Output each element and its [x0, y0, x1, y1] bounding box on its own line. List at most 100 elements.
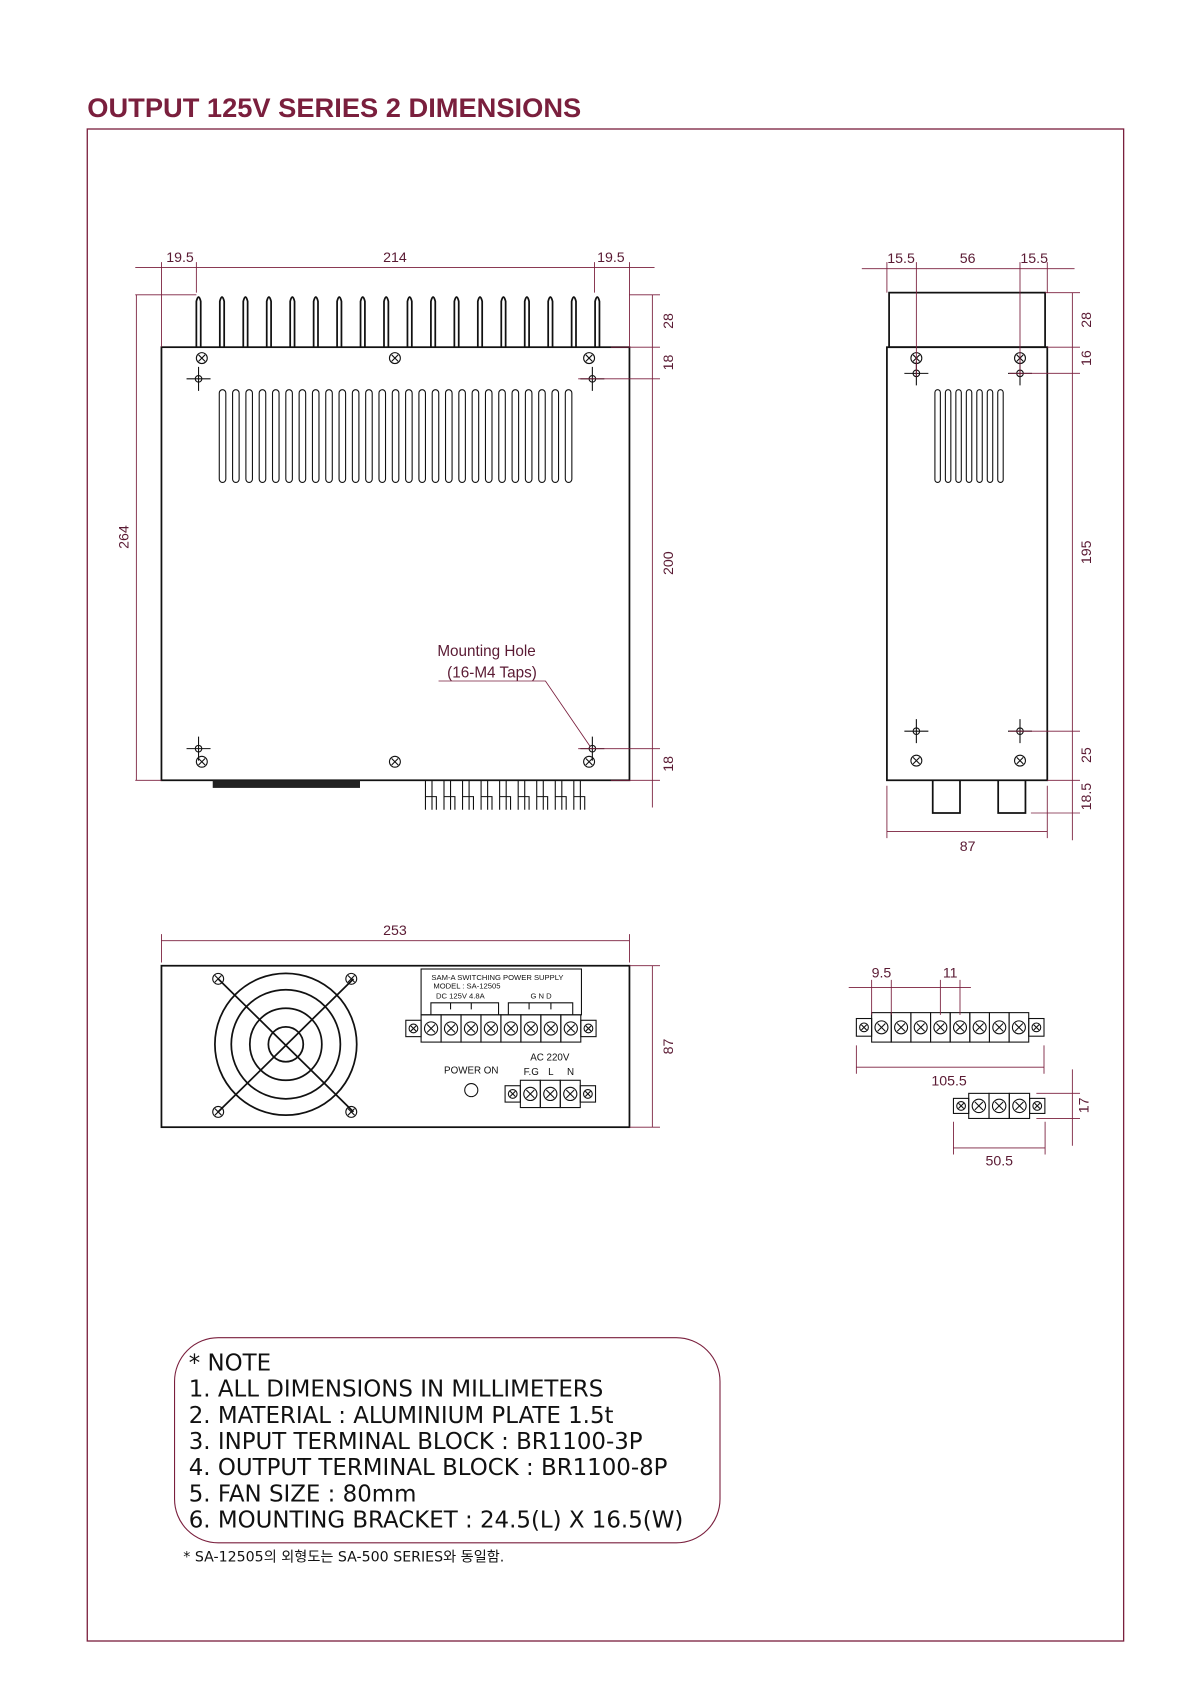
top-view-body [160, 346, 631, 782]
screw-hole [992, 1020, 1007, 1035]
input-terminal-block [504, 1079, 597, 1109]
screw-hole [971, 1098, 987, 1114]
screw-cross [936, 1023, 945, 1032]
screw-cross [391, 758, 399, 766]
screw-hole [972, 1020, 987, 1035]
terminal-end [1028, 1017, 1045, 1037]
output-terminal-block [405, 1014, 597, 1043]
terminal-lug [424, 780, 437, 810]
vent-slot [955, 389, 962, 483]
vent-slot [418, 389, 426, 483]
notes-box: * NOTE 1. ALL DIMENSIONS IN MILLIMETERS … [174, 1337, 721, 1544]
fin [430, 296, 437, 348]
screw-hole [582, 1088, 593, 1099]
vent-slot [458, 389, 466, 483]
fin [218, 296, 226, 348]
fin [242, 296, 249, 348]
screw-hole [483, 1021, 499, 1036]
vent-slot [258, 389, 267, 483]
vent-slot [298, 389, 307, 483]
power-led [464, 1083, 479, 1098]
screw-hole [910, 754, 923, 767]
screw-hole [345, 1105, 358, 1118]
dim-side-bracket: 18.5 [1079, 783, 1095, 811]
screw-cross [994, 1101, 1004, 1111]
mounting-bracket [931, 780, 1027, 814]
vent-slot [444, 389, 453, 483]
screw-cross [565, 1089, 575, 1099]
vent-slot [245, 389, 253, 483]
terminal-lug [461, 780, 474, 810]
vent-slot [351, 389, 360, 483]
screw-cross [466, 1024, 476, 1033]
screw-cross [446, 1024, 456, 1033]
screw-hole [523, 1021, 539, 1036]
label-gnd: G N D [530, 991, 552, 1000]
side-vent-slots [934, 389, 1004, 483]
screw-cross [955, 1023, 965, 1032]
note-item: 5. FAN SIZE : 80mm [189, 1481, 417, 1507]
screw-hole [913, 1020, 928, 1035]
screw-cross [585, 1025, 592, 1032]
screw-cross [506, 1024, 516, 1033]
dim-pitch: 11 [943, 966, 958, 982]
side-view-body [886, 346, 1049, 782]
terminal-lug [499, 780, 512, 810]
screw-cross [214, 975, 222, 983]
vent-slot [524, 389, 533, 483]
fin [195, 296, 202, 348]
fin [312, 296, 319, 348]
vent-slot [325, 389, 333, 483]
ac-label: AC 220V [530, 1053, 570, 1064]
fin [453, 296, 460, 348]
note-header: * NOTE [189, 1350, 271, 1376]
dim-front-height: 87 [661, 1038, 677, 1054]
screw-cross [509, 1090, 516, 1097]
fin [547, 296, 554, 348]
screw-cross [584, 1090, 591, 1097]
callout-taps: (16-M4 Taps) [447, 665, 537, 682]
vent-slot [944, 389, 952, 483]
screw-hole [543, 1021, 558, 1036]
terminal-lug [517, 780, 530, 810]
dim-hole-bottom: 18 [661, 756, 677, 772]
screw-cross [975, 1023, 984, 1032]
crosshair [904, 719, 929, 744]
crosshair-center [194, 374, 203, 383]
footnote: * SA-12505의 외형도는 SA-500 SERIES와 동일함. [183, 1549, 504, 1565]
fin [594, 296, 601, 348]
fan-screws [212, 972, 358, 1118]
mounting-holes [186, 352, 605, 768]
vent-slot [564, 389, 573, 483]
note-item: 6. MOUNTING BRACKET : 24.5(L) X 16.5(W) [189, 1508, 684, 1534]
vent-slot [218, 389, 227, 483]
terminal-3p-detail [952, 1092, 1046, 1119]
dim-side-depth: 87 [960, 839, 976, 855]
screw-hole [991, 1098, 1007, 1114]
screw-cross [347, 975, 355, 983]
screw-hole [212, 972, 225, 985]
dim-side-hole-span: 195 [1079, 540, 1095, 564]
screw-cross [391, 354, 399, 362]
dim-fin: 28 [661, 313, 677, 329]
screw-hole [503, 1021, 519, 1036]
terminal-lug [554, 780, 567, 810]
screw-hole [523, 1086, 538, 1102]
vent-slot [338, 389, 347, 483]
dim-3p-height: 17 [1077, 1097, 1093, 1113]
top-view: 19.5 214 19.5 264 28 18 200 18 Mounting … [117, 250, 677, 810]
fin [476, 296, 484, 348]
note-item: 3. INPUT TERMINAL BLOCK : BR1100-3P [189, 1429, 643, 1455]
vent-slot [997, 389, 1004, 483]
dim-3p-length: 50.5 [985, 1153, 1013, 1169]
vent-slots [218, 389, 573, 483]
crosshair [186, 366, 211, 391]
side-fin-block [888, 291, 1046, 349]
terminal-lug [536, 780, 549, 810]
vent-slot [378, 389, 387, 483]
terminal-lug [573, 780, 586, 810]
ac-term-n: N [567, 1067, 574, 1078]
ac-term-l: L [548, 1067, 554, 1078]
label-output: DC 125V 4.8A [436, 991, 486, 1000]
